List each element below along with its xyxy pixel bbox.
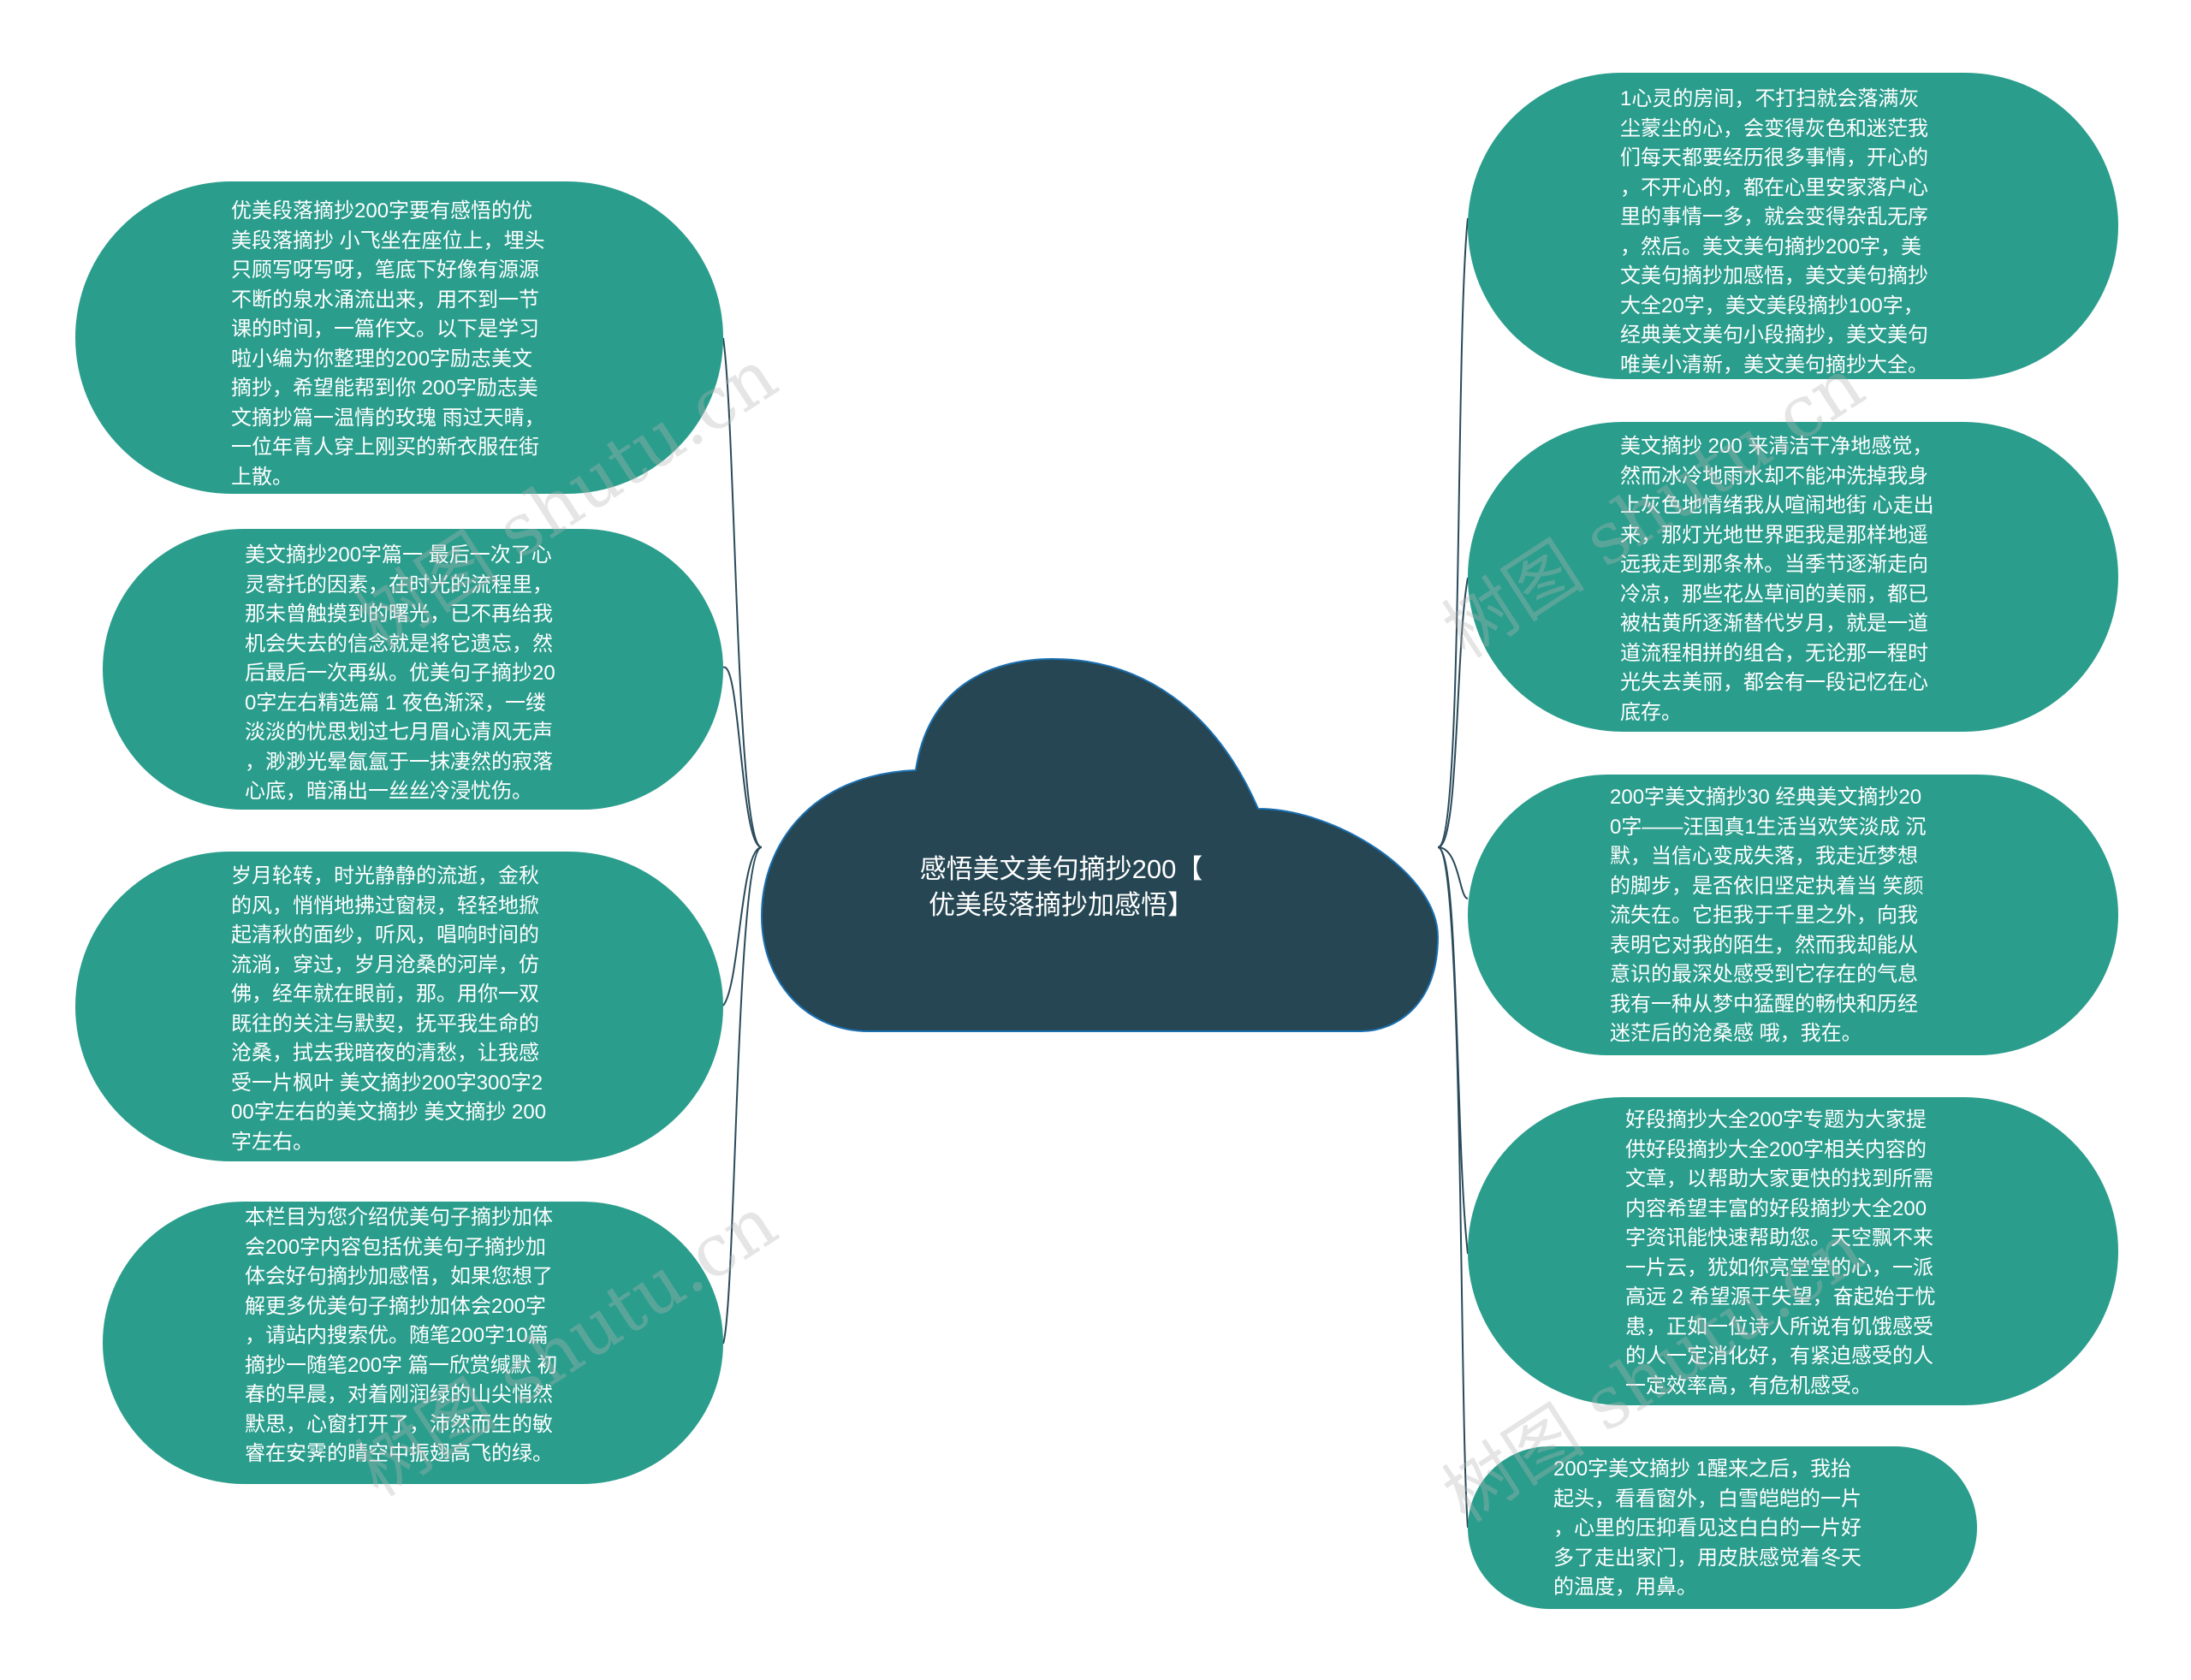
topic-text: 本栏目为您介绍优美句子摘抄加体 会200字内容包括优美句子摘抄加 体会好句摘抄加… xyxy=(245,1206,558,1465)
connector-right-2 xyxy=(1437,577,1469,848)
topic-node-right-1[interactable]: 1心灵的房间，不打扫就会落满灰 尘蒙尘的心，会变得灰色和迷茫我 们每天都要经历很… xyxy=(1468,73,2118,379)
connector-right-3 xyxy=(1437,846,1469,899)
central-title-line1: 感悟美文美句摘抄200【 xyxy=(919,854,1203,884)
topic-text: 优美段落摘抄200字要有感悟的优 美段落摘抄 小飞坐在座位上，埋头 只顾写呀写呀… xyxy=(231,199,545,489)
topic-node-right-4[interactable]: 好段摘抄大全200字专题为大家提 供好段摘抄大全200字相关内容的 文章，以帮助… xyxy=(1468,1097,2118,1405)
central-title: 感悟美文美句摘抄200【 优美段落摘抄加感悟】 xyxy=(882,852,1241,923)
topic-node-left-4[interactable]: 本栏目为您介绍优美句子摘抄加体 会200字内容包括优美句子摘抄加 体会好句摘抄加… xyxy=(103,1202,723,1484)
topic-node-left-2[interactable]: 美文摘抄200字篇一 最后一次了心 灵寄托的因素，在时光的流程里， 那未曾触摸到… xyxy=(103,529,723,810)
topic-node-right-2[interactable]: 美文摘抄 200 来清洁干净地感觉， 然而冰冷地雨水却不能冲洗掉我身 上灰色地情… xyxy=(1468,422,2118,732)
topic-text: 200字美文摘抄30 经典美文摘抄20 0字——汪国真1生活当欢笑淡成 沉 默，… xyxy=(1610,786,1927,1045)
topic-text: 好段摘抄大全200字专题为大家提 供好段摘抄大全200字相关内容的 文章，以帮助… xyxy=(1625,1108,1936,1398)
topic-node-left-1[interactable]: 优美段落摘抄200字要有感悟的优 美段落摘抄 小飞坐在座位上，埋头 只顾写呀写呀… xyxy=(75,181,723,494)
topic-text: 200字美文摘抄 1醒来之后，我抬 起头，看看窗外，白雪皑皑的一片 ，心里的压抑… xyxy=(1553,1457,1861,1599)
connector-right-5 xyxy=(1437,846,1469,1529)
topic-text: 1心灵的房间，不打扫就会落满灰 尘蒙尘的心，会变得灰色和迷茫我 们每天都要经历很… xyxy=(1620,87,1928,377)
topic-node-right-5[interactable]: 200字美文摘抄 1醒来之后，我抬 起头，看看窗外，白雪皑皑的一片 ，心里的压抑… xyxy=(1468,1446,1977,1609)
central-title-line2: 优美段落摘抄加感悟】 xyxy=(929,890,1194,920)
cloud-shape xyxy=(760,657,1440,1032)
connector-left-1 xyxy=(722,337,763,848)
topic-text: 岁月轮转，时光静静的流逝，金秋 的风，悄悄地拂过窗棂，轻轻地掀 起清秋的面纱，听… xyxy=(231,864,547,1154)
connector-left-4 xyxy=(722,846,763,1345)
connector-left-2 xyxy=(722,666,763,848)
topic-text: 美文摘抄200字篇一 最后一次了心 灵寄托的因素，在时光的流程里， 那未曾触摸到… xyxy=(245,543,555,803)
connector-right-1 xyxy=(1437,217,1469,848)
topic-node-left-3[interactable]: 岁月轮转，时光静静的流逝，金秋 的风，悄悄地拂过窗棂，轻轻地掀 起清秋的面纱，听… xyxy=(75,852,723,1161)
topic-node-right-3[interactable]: 200字美文摘抄30 经典美文摘抄20 0字——汪国真1生活当欢笑淡成 沉 默，… xyxy=(1468,775,2118,1055)
topic-text: 美文摘抄 200 来清洁干净地感觉， 然而冰冷地雨水却不能冲洗掉我身 上灰色地情… xyxy=(1620,435,1934,724)
connector-left-3 xyxy=(722,846,763,1006)
